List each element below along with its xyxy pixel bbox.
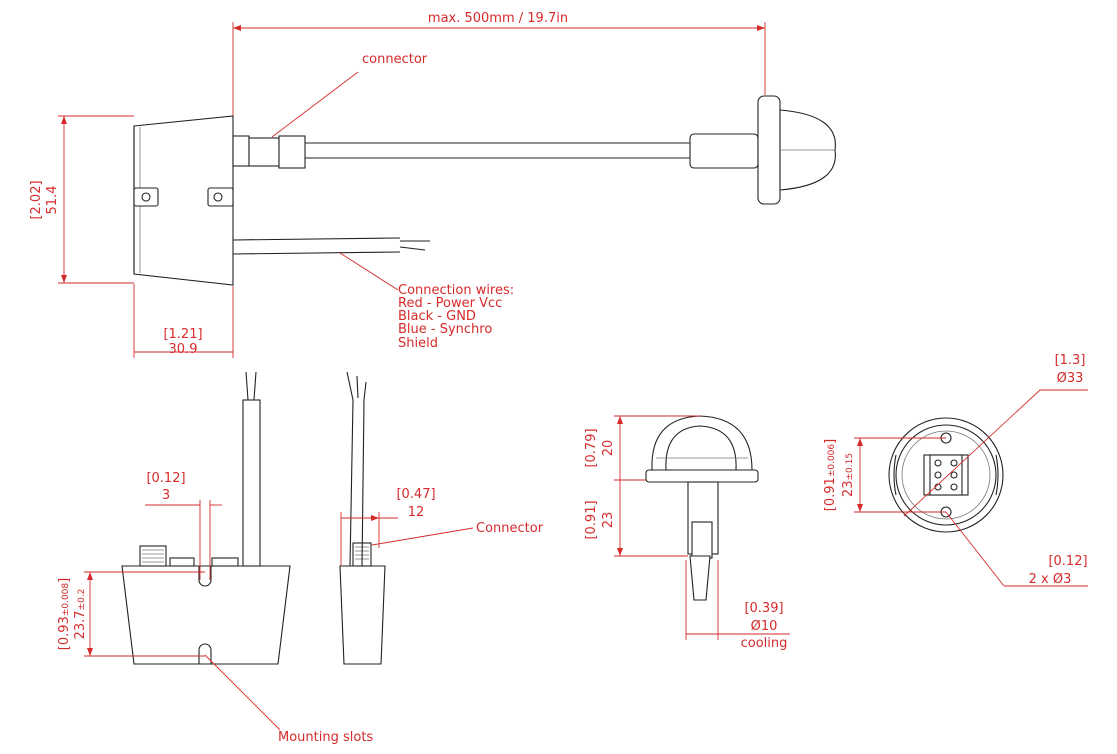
cool-in: [0.39] — [744, 601, 783, 616]
wire-red: Red - Power Vcc — [398, 296, 502, 311]
svg-text:[0.93±0.008]: [0.93±0.008] — [57, 578, 72, 650]
hole-mm: 2 x Ø3 — [1029, 572, 1072, 587]
cable-length-label: max. 500mm / 19.7in — [428, 11, 568, 26]
stem-mm: 23 — [601, 512, 616, 529]
connector-label-2: Connector — [476, 521, 544, 536]
box-height-in: [0.93 — [57, 616, 72, 650]
sensor-front-view: [0.91±0.006] 23±0.15 [1.3] Ø33 [0.12] 2 … — [823, 353, 1088, 587]
wire-shield: Shield — [398, 336, 438, 351]
dome-h-mm: 20 — [601, 440, 616, 457]
hole-sp-in-close: ] — [823, 439, 838, 444]
svg-text:[0.91±0.006]: [0.91±0.006] — [823, 439, 838, 511]
box-height-in-close: ] — [57, 578, 72, 583]
hole-sp-in: [0.91 — [823, 477, 838, 511]
wire-blue: Blue - Synchro — [398, 322, 492, 337]
cool-mm: Ø10 — [751, 619, 778, 634]
top-view: max. 500mm / 19.7in connector Connection… — [29, 11, 836, 358]
connector-label: connector — [362, 52, 428, 67]
hole-in: [0.12] — [1048, 554, 1087, 569]
height-mm: 51.4 — [45, 186, 60, 215]
slot-mm: 3 — [162, 488, 170, 503]
hole-sp-mm: 23 — [841, 481, 856, 498]
box-height-in-tol: ±0.008 — [61, 583, 71, 617]
depth-in: [1.21] — [163, 327, 202, 342]
box-height-mm-tol: ±0.2 — [77, 589, 87, 611]
cooling-label: cooling — [741, 636, 788, 651]
sensor-side-view: [0.79] 20 [0.91] 23 [0.39] Ø10 cooling — [584, 415, 790, 651]
box-height-mm: 23.7 — [73, 610, 88, 639]
svg-text:23±0.15: 23±0.15 — [841, 453, 856, 497]
dia-in: [1.3] — [1055, 353, 1086, 368]
hole-sp-in-tol: ±0.006 — [827, 444, 837, 478]
wire-black: Black - GND — [398, 309, 476, 324]
dia-mm: Ø33 — [1057, 371, 1084, 386]
dome-h-in: [0.79] — [584, 428, 599, 467]
conn-in: [0.47] — [396, 487, 435, 502]
height-in: [2.02] — [29, 180, 44, 219]
side-view: [0.47] 12 Connector — [339, 371, 544, 665]
depth-mm: 30.9 — [169, 342, 198, 357]
hole-sp-mm-tol: ±0.15 — [845, 453, 855, 481]
stem-in: [0.91] — [584, 500, 599, 539]
front-view: [0.12] 3 [0.93±0.008] 23.7±0.2 Mounting … — [57, 371, 373, 745]
wires-title: Connection wires: — [398, 283, 514, 298]
svg-text:23.7±0.2: 23.7±0.2 — [73, 589, 88, 640]
conn-mm: 12 — [408, 505, 425, 520]
slot-in: [0.12] — [146, 471, 185, 486]
mounting-slots-label: Mounting slots — [278, 730, 373, 745]
